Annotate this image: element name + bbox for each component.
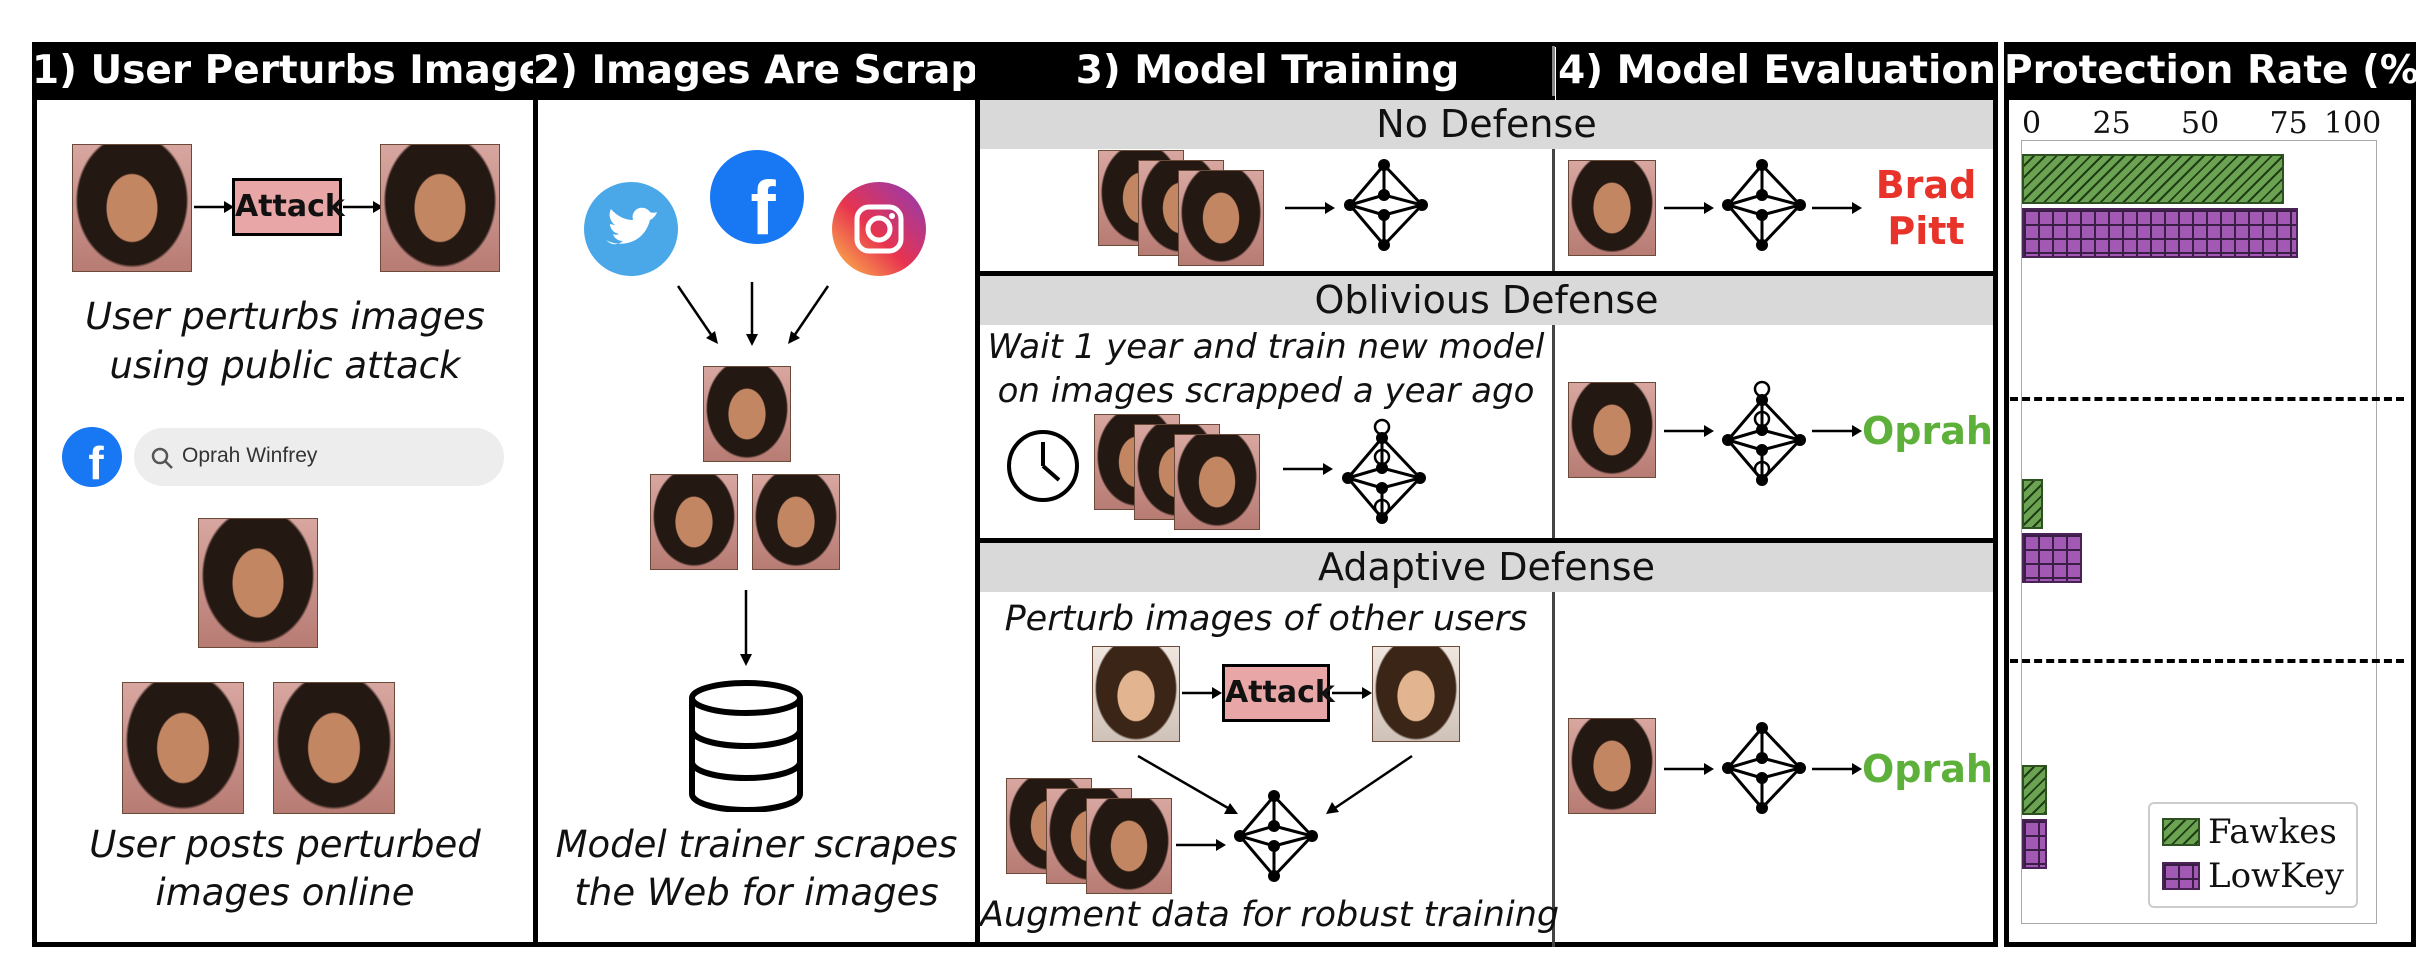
training-photo [1086, 798, 1172, 894]
arrow-icon [1332, 687, 1372, 699]
x-tick-label: 100 [2324, 106, 2382, 141]
arrow-icon [1664, 763, 1714, 775]
arrow-icon [1283, 463, 1333, 475]
bar-lowkey-oblivious-defense [2022, 533, 2083, 584]
training-photo [1178, 170, 1264, 266]
facebook-icon: f [710, 150, 804, 244]
bar-lowkey-adaptive-defense [2022, 818, 2047, 869]
bar-fawkes-oblivious-defense [2022, 479, 2044, 530]
neural-network-icon [1722, 159, 1806, 251]
arrow-icon [1182, 687, 1222, 699]
chart-area [2021, 140, 2377, 924]
x-tick-label: 75 [2269, 106, 2308, 141]
oblivious-note-1: Wait 1 year and train new model [987, 327, 1545, 367]
x-tick-label: 25 [2092, 106, 2131, 141]
bar-fawkes-no-defense [2022, 154, 2284, 204]
svg-text:f: f [750, 166, 776, 244]
legend-label-lowkey: LowKey [2208, 856, 2344, 896]
caption-scraping-2: the Web for images [574, 871, 939, 914]
no-defense-result-line-1: Brad [1875, 163, 1977, 207]
adaptive-defense-title: Adaptive Defense [980, 543, 1993, 592]
legend-label-fawkes: Fawkes [2208, 812, 2337, 852]
arrow-icon [1664, 425, 1714, 437]
legend-swatch-lowkey [2162, 862, 2200, 890]
original-photo [72, 144, 192, 272]
arrow-icon [1812, 763, 1862, 775]
no-defense-result-line-2: Pitt [1887, 209, 1965, 253]
arrow-down-icon [740, 590, 752, 666]
row-separator [975, 271, 1998, 276]
scraped-photo [703, 366, 791, 462]
neural-network-icon [1344, 159, 1428, 251]
caption-scraping-1: Model trainer scrapes [555, 823, 958, 866]
x-tick-label: 0 [2022, 106, 2042, 141]
legend-swatch-fawkes [2162, 818, 2200, 846]
oblivious-result: Oprah [1862, 409, 1993, 453]
group-separator [2010, 658, 2404, 663]
oblivious-defense-title: Oblivious Defense [980, 276, 1993, 325]
group-separator [2010, 397, 2404, 402]
clock-icon [1007, 430, 1079, 502]
neural-network-icon [1722, 722, 1806, 814]
no-defense-result: Brad Pitt [1862, 162, 1990, 254]
arrows-converge-icon [1137, 754, 1413, 814]
facebook-icon: f [62, 427, 122, 487]
test-photo [1568, 718, 1656, 814]
adaptive-result: Oprah [1862, 747, 1993, 791]
header-step2: 2) Images Are Scraped [533, 42, 1033, 100]
attack-box: Attack [1222, 664, 1335, 722]
arrows-converge-icon [676, 282, 830, 346]
neural-network-icon [1234, 790, 1318, 882]
bar-lowkey-no-defense [2022, 208, 2299, 258]
header-step4: 4) Model Evaluation [1556, 42, 1998, 100]
test-photo [1568, 160, 1656, 256]
test-photo [1568, 382, 1656, 478]
posted-photo [122, 682, 244, 814]
training-eval-divider [1552, 100, 1555, 947]
adaptive-note-top: Perturb images of other users [1004, 599, 1528, 639]
training-photo [1174, 434, 1260, 530]
arrow-icon [1812, 202, 1862, 214]
caption-user-perturbs-1: User perturbs images [85, 295, 485, 338]
recurrent-network-icon [1722, 380, 1806, 486]
posted-photo [273, 682, 395, 814]
svg-text:f: f [88, 437, 104, 487]
search-input[interactable]: Oprah Winfrey [134, 428, 504, 486]
arrow-icon [1664, 202, 1714, 214]
caption-user-perturbs-2: using public attack [109, 344, 461, 387]
arrow-icon [194, 201, 234, 213]
other-user-photo [1092, 646, 1180, 742]
header-step1: 1) User Perturbs Images [32, 42, 568, 100]
twitter-icon [584, 182, 678, 276]
scraped-photo [752, 474, 840, 570]
header-step3: 3) Model Training [980, 42, 1555, 100]
caption-user-posts-1: User posts perturbed [89, 823, 481, 866]
search-icon [151, 447, 173, 469]
arrow-icon [1176, 839, 1226, 851]
no-defense-title: No Defense [980, 100, 1993, 149]
row-separator [975, 538, 1998, 543]
arrow-icon [343, 201, 383, 213]
posted-photo [198, 518, 318, 648]
instagram-icon [832, 182, 926, 276]
oblivious-note-2: on images scrapped a year ago [997, 371, 1535, 411]
arrow-icon [1812, 425, 1862, 437]
caption-user-posts-2: images online [155, 871, 415, 914]
search-value: Oprah Winfrey [182, 444, 318, 467]
bar-fawkes-adaptive-defense [2022, 764, 2047, 815]
header-divider [1552, 46, 1555, 96]
scraped-photo [650, 474, 738, 570]
recurrent-network-icon [1342, 418, 1426, 524]
chart-legend: Fawkes LowKey [2148, 802, 2358, 908]
perturbed-other-user-photo [1372, 646, 1460, 742]
perturbed-photo [380, 144, 500, 272]
adaptive-note-bottom: Augment data for robust training [980, 895, 1560, 935]
x-tick-label: 50 [2181, 106, 2220, 141]
database-icon [689, 680, 803, 812]
arrow-icon [1285, 202, 1335, 214]
attack-box: Attack [232, 178, 345, 236]
chart-title: Protection Rate (%) [2004, 42, 2434, 100]
